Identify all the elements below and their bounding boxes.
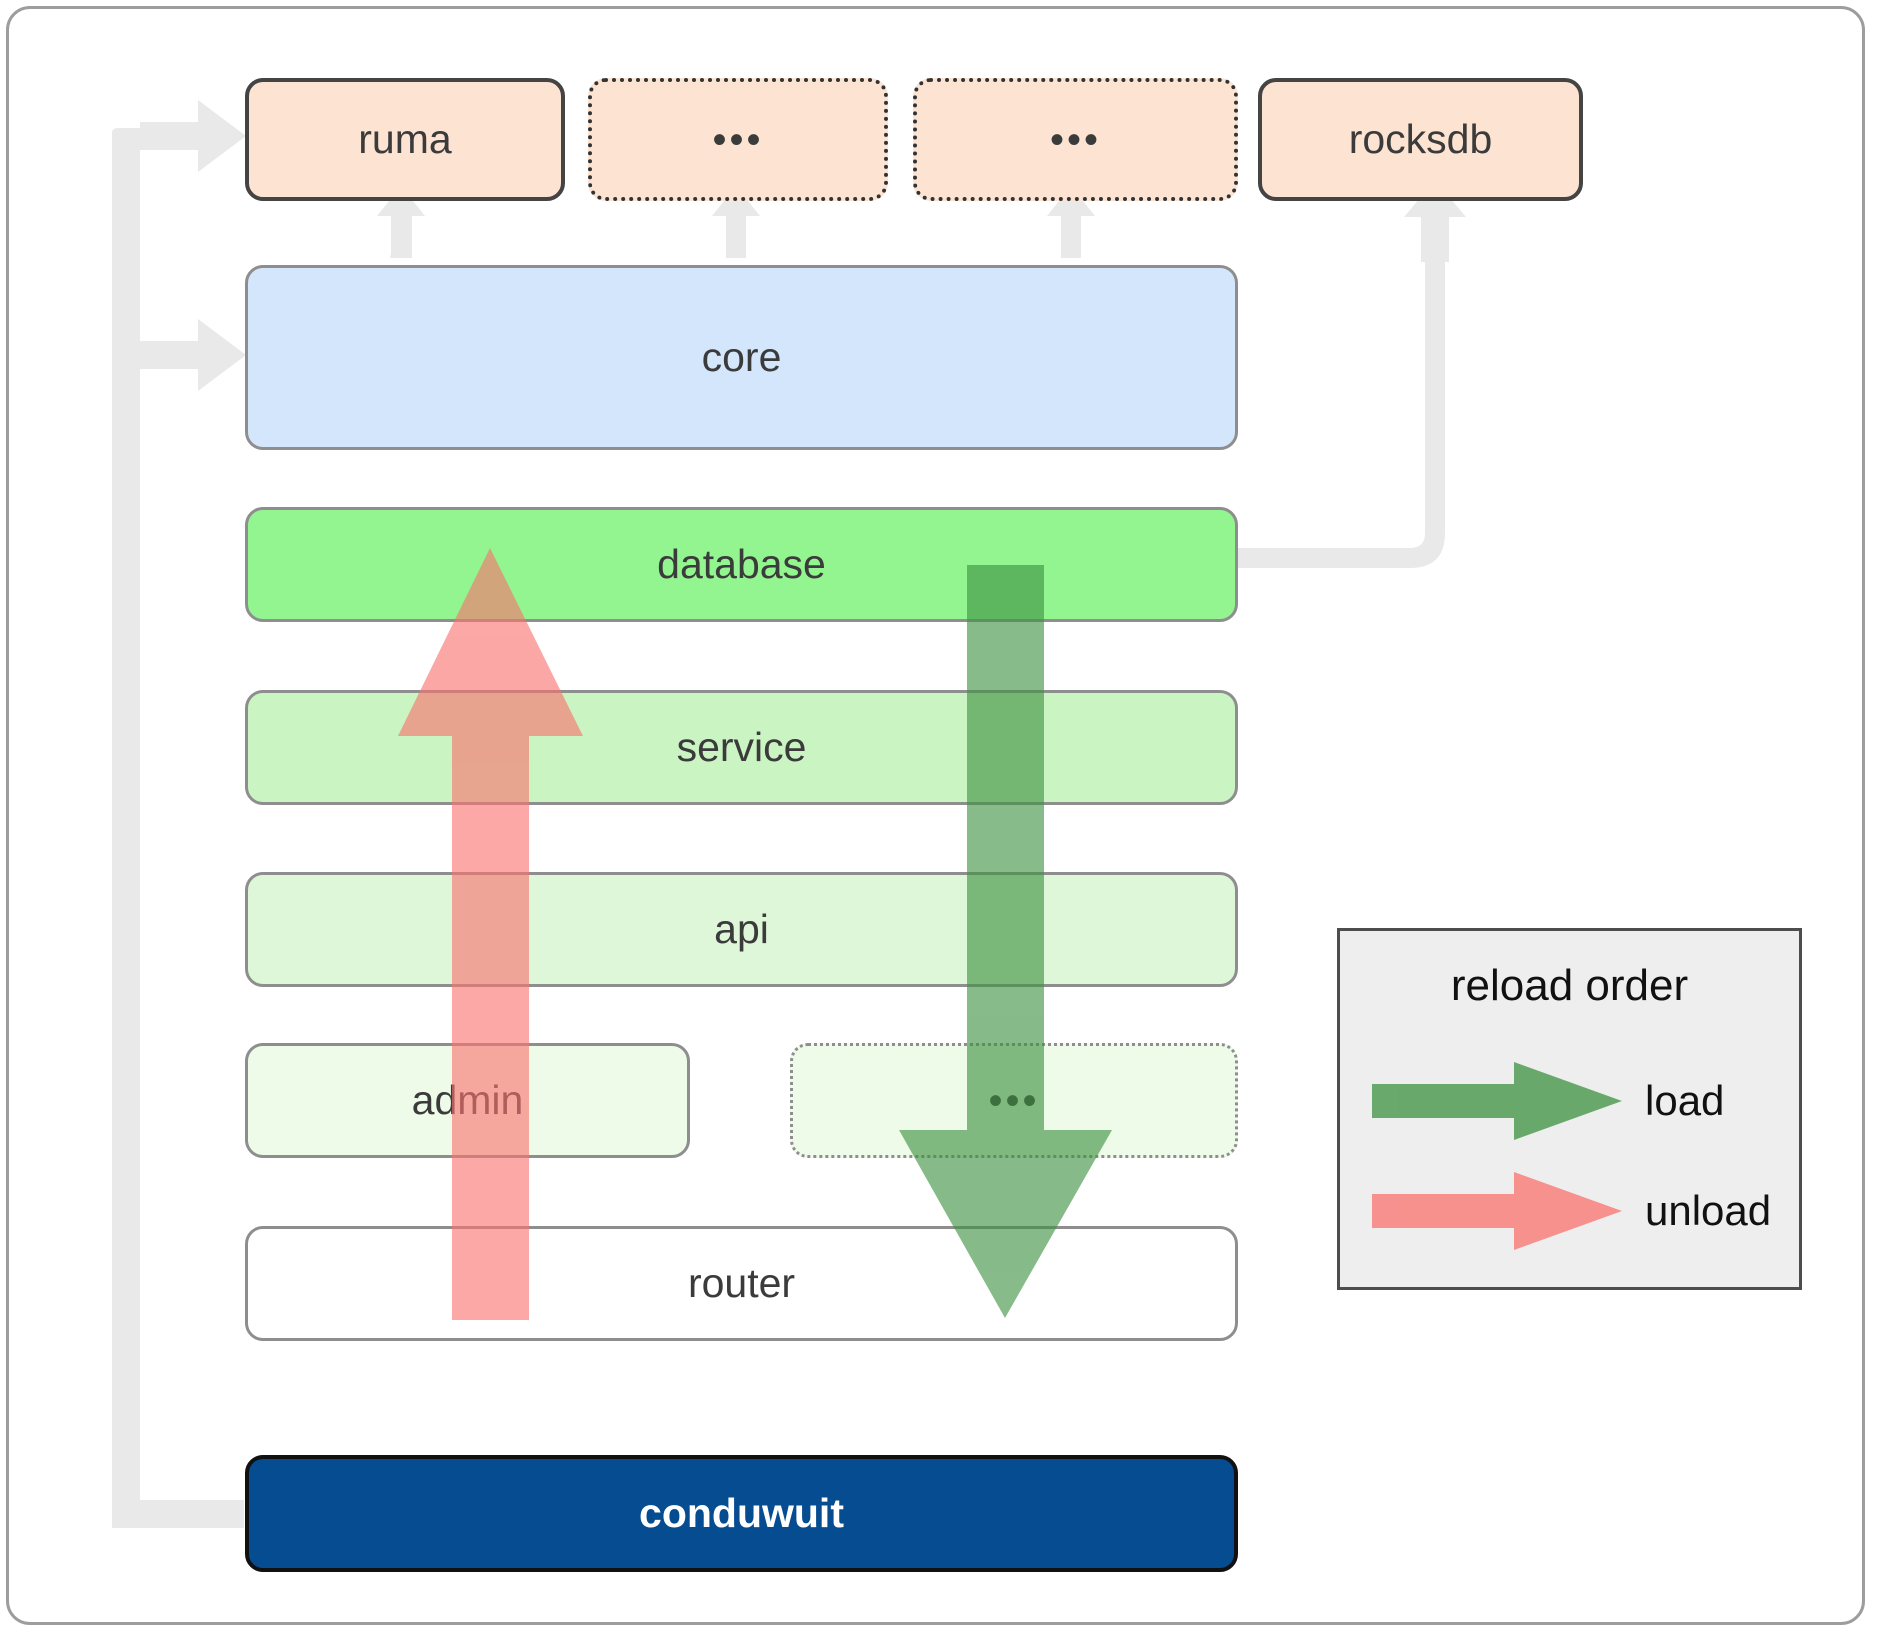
node-ruma-label: ruma bbox=[358, 115, 452, 162]
node-external-placeholder-2[interactable]: ••• bbox=[913, 78, 1238, 201]
node-core-label: core bbox=[701, 333, 782, 380]
load-arrow-icon bbox=[1372, 1062, 1622, 1140]
node-external-placeholder-2-label: ••• bbox=[1049, 117, 1101, 162]
legend-title: reload order bbox=[1450, 961, 1689, 1010]
node-core[interactable]: core bbox=[245, 265, 1238, 450]
node-rocksdb[interactable]: rocksdb bbox=[1258, 78, 1583, 201]
legend-panel: reload order load unload bbox=[1337, 928, 1802, 1290]
node-router-label: router bbox=[687, 1259, 796, 1306]
legend-load-label: load bbox=[1645, 1077, 1725, 1124]
node-api-label: api bbox=[714, 905, 769, 952]
node-router[interactable]: router bbox=[245, 1226, 1238, 1341]
node-layer-placeholder[interactable]: ••• bbox=[790, 1043, 1238, 1158]
legend-row-unload: unload bbox=[1340, 1166, 1799, 1256]
unload-arrow-icon bbox=[1372, 1172, 1622, 1250]
legend-row-load: load bbox=[1340, 1056, 1799, 1146]
node-database[interactable]: database bbox=[245, 507, 1238, 622]
legend-unload-label: unload bbox=[1645, 1187, 1772, 1234]
node-api[interactable]: api bbox=[245, 872, 1238, 987]
diagram-frame bbox=[6, 6, 1865, 1625]
node-service[interactable]: service bbox=[245, 690, 1238, 805]
node-service-label: service bbox=[676, 723, 807, 770]
node-conduwuit-binary-label: conduwuit bbox=[639, 1489, 844, 1536]
node-admin-label: admin bbox=[411, 1076, 524, 1123]
node-admin[interactable]: admin bbox=[245, 1043, 690, 1158]
node-external-placeholder-1[interactable]: ••• bbox=[588, 78, 888, 201]
node-rocksdb-label: rocksdb bbox=[1348, 115, 1493, 162]
node-ruma[interactable]: ruma bbox=[245, 78, 565, 201]
node-layer-placeholder-label: ••• bbox=[988, 1078, 1040, 1123]
node-database-label: database bbox=[657, 540, 826, 587]
node-external-placeholder-1-label: ••• bbox=[712, 117, 764, 162]
node-conduwuit-binary[interactable]: conduwuit bbox=[245, 1455, 1238, 1572]
